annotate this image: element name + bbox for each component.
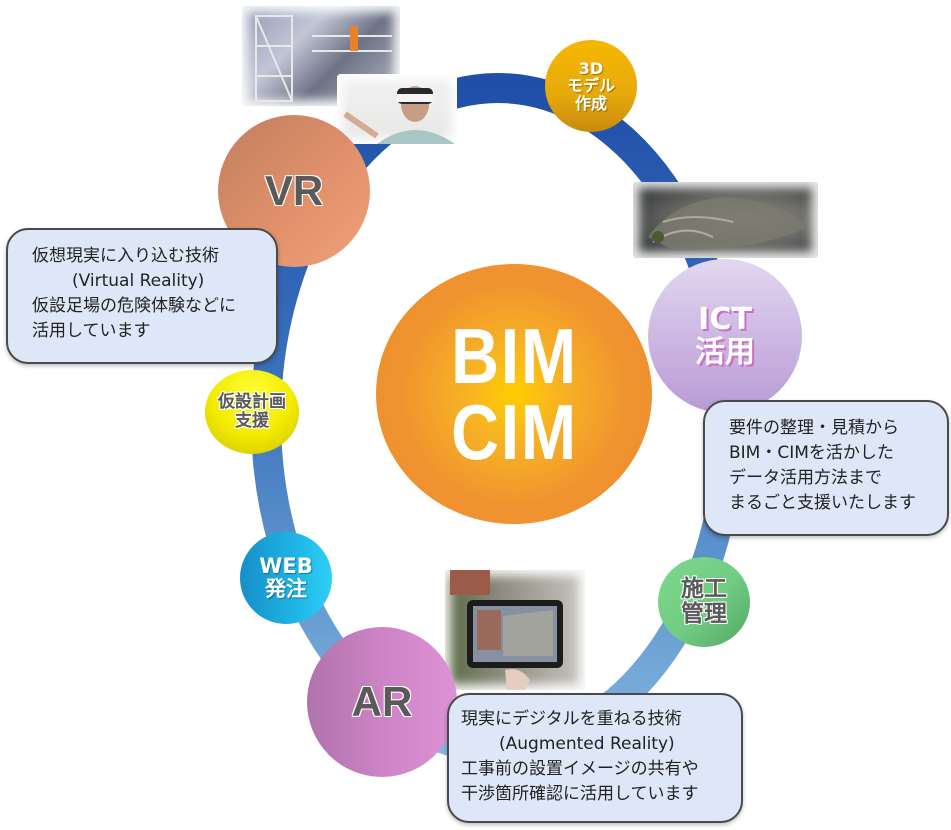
3d-model-line2: モデル (566, 76, 615, 96)
ar-desc-line1: 現実にデジタルを重ねる技術 (461, 709, 682, 729)
ict-desc-line1: 要件の整理・見積から (729, 418, 899, 438)
ar-desc-line4: 干渉箇所確認に活用しています (461, 784, 699, 804)
3d-model-line3: 作成 (574, 93, 607, 113)
ict-desc-line4: まるごと支援いたします (729, 493, 916, 513)
ar-desc-line3: 工事前の設置イメージの共有や (461, 759, 699, 779)
vr-desc-line3: 仮設足場の危険体験などに (32, 296, 236, 316)
web-order-line2: 発注 (265, 577, 307, 601)
vr-headset-photo (337, 74, 457, 144)
vr-desc-line4: 活用しています (32, 321, 151, 341)
web-order-node[interactable]: WEB 発注 (240, 532, 332, 624)
3d-model-line1: 3D (578, 58, 604, 78)
ict-node[interactable]: ICT 活用 (648, 259, 802, 413)
vr-description-bubble: 仮想現実に入り込む技術 (Virtual Reality) 仮設足場の危険体験な… (6, 228, 278, 364)
temporary-plan-support-node[interactable]: 仮設計画 支援 (205, 370, 299, 454)
center-line-bim: BIM (450, 312, 578, 400)
vr-desc-line1: 仮想現実に入り込む技術 (32, 246, 219, 266)
temporary-plan-line2: 支援 (235, 411, 269, 431)
3d-model-node[interactable]: 3D モデル 作成 (545, 40, 637, 132)
ict-desc-line2: BIM・CIMを活かした (729, 443, 894, 463)
ar-label: AR (351, 677, 413, 725)
ict-line2: 活用 (695, 335, 755, 370)
center-line-cim: CIM (450, 388, 578, 476)
ar-description-bubble: 現実にデジタルを重ねる技術 (Augmented Reality) 工事前の設置… (447, 693, 743, 823)
ict-line1: ICT (698, 302, 752, 337)
web-order-line1: WEB (259, 553, 313, 578)
ict-description-bubble: 要件の整理・見積から BIM・CIMを活かした データ活用方法まで まるごと支援… (703, 400, 949, 536)
ict-desc-line3: データ活用方法まで (729, 468, 882, 488)
vr-label: VR (264, 166, 324, 214)
vr-desc-line2: (Virtual Reality) (72, 271, 205, 291)
vr-node[interactable]: VR (218, 115, 370, 267)
ar-tablet-photo (445, 570, 585, 690)
ar-node[interactable]: AR (307, 627, 457, 777)
construction-management-node[interactable]: 施工 管理 (658, 557, 750, 647)
ar-desc-line2: (Augmented Reality) (499, 734, 675, 754)
temporary-plan-line1: 仮設計画 (218, 392, 286, 413)
center-bim-cim-circle: BIM CIM (376, 264, 652, 524)
construction-management-line1: 施工 (681, 575, 727, 602)
drone-terrain-photo (633, 182, 818, 258)
construction-management-line2: 管理 (681, 601, 727, 627)
